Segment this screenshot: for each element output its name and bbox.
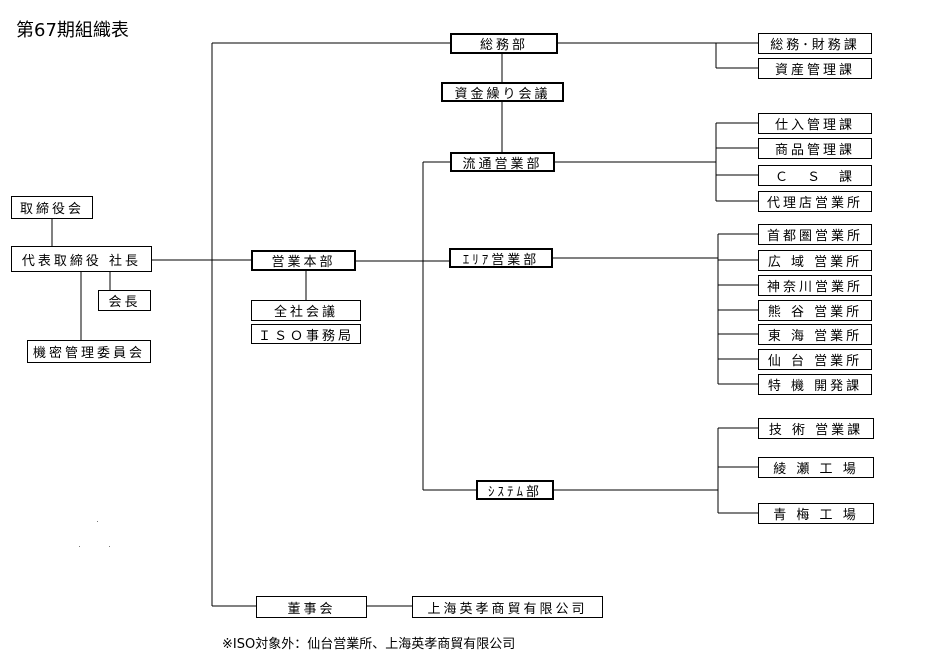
confidentiality-committee-box: 機密管理委員会 xyxy=(27,340,151,363)
distribution-sales-dept-box: 流通営業部 xyxy=(450,152,555,172)
section-asset-management: 資産管理課 xyxy=(758,58,872,79)
section-technical-sales: 技 術 営業課 xyxy=(758,418,874,439)
section-product-management: 商品管理課 xyxy=(758,138,872,159)
area-sales-dept-box: ｴﾘｱ営業部 xyxy=(449,248,553,268)
company-meeting-box: 全社会議 xyxy=(251,300,361,321)
iso-office-box: ＩＳＯ事務局 xyxy=(251,324,361,344)
president-box: 代表取締役 社長 xyxy=(11,246,152,272)
shanghai-subsidiary-box: 上海英孝商貿有限公司 xyxy=(412,596,603,618)
office-sendai: 仙 台 営業所 xyxy=(758,349,872,370)
chairman-box: 会長 xyxy=(98,290,151,311)
stray-dot xyxy=(109,546,110,547)
office-kumagaya: 熊 谷 営業所 xyxy=(758,300,872,321)
office-metropolitan: 首都圏営業所 xyxy=(758,224,872,245)
stray-dot xyxy=(97,521,98,522)
section-cs: Ｃ Ｓ 課 xyxy=(758,165,872,186)
factory-ayase: 綾 瀬 工 場 xyxy=(758,457,874,478)
board-of-trustees-box: 董事会 xyxy=(256,596,367,618)
section-special-equipment: 特 機 開発課 xyxy=(758,374,872,395)
office-wide-area: 広 域 営業所 xyxy=(758,250,872,271)
board-of-directors-box: 取締役会 xyxy=(11,196,93,219)
factory-ome: 青 梅 工 場 xyxy=(758,503,874,524)
office-tokai: 東 海 営業所 xyxy=(758,324,872,345)
office-kanagawa: 神奈川営業所 xyxy=(758,275,872,296)
section-general-finance: 総務･財務課 xyxy=(758,33,872,54)
cash-flow-meeting-box: 資金繰り会議 xyxy=(441,82,564,102)
page-title: 第67期組織表 xyxy=(16,20,129,41)
stray-dot xyxy=(79,546,80,547)
footnote: ※ISO対象外：仙台営業所、上海英孝商貿有限公司 xyxy=(222,637,516,652)
section-purchasing: 仕入管理課 xyxy=(758,113,872,134)
general-affairs-dept-box: 総務部 xyxy=(450,33,558,54)
system-dept-box: ｼｽﾃﾑ部 xyxy=(476,480,554,500)
sales-headquarters-box: 営業本部 xyxy=(251,250,356,271)
section-agency-sales: 代理店営業所 xyxy=(758,191,872,212)
